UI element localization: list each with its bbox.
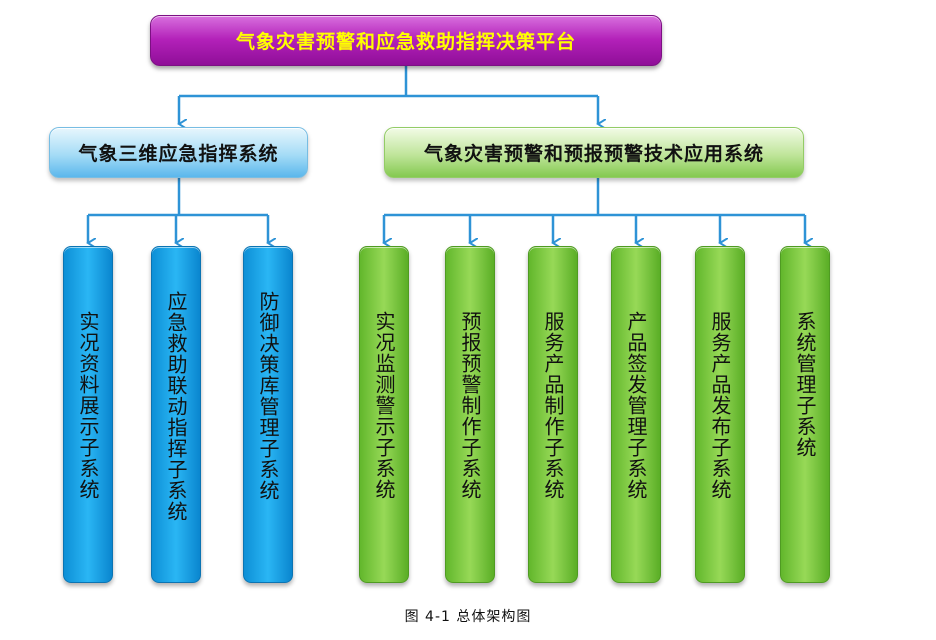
subsystem-label: 服务产品制作子系统	[541, 311, 565, 500]
subsystem-box-product-release: 服务产品发布子系统	[695, 246, 745, 583]
system-box-warning-forecast: 气象灾害预警和预报预警技术应用系统	[384, 127, 804, 178]
subsystem-box-rescue-command: 应急救助联动指挥子系统	[151, 246, 201, 583]
subsystem-label: 产品签发管理子系统	[624, 311, 648, 500]
subsystem-label: 服务产品发布子系统	[708, 311, 732, 500]
system-label-emergency-command: 气象三维应急指挥系统	[78, 143, 279, 165]
subsystem-box-system-management: 系统管理子系统	[780, 246, 830, 583]
subsystem-label: 应急救助联动指挥子系统	[164, 291, 188, 522]
platform-title: 气象灾害预警和应急救助指挥决策平台	[235, 31, 576, 53]
figure-caption: 图 4-1 总体架构图	[404, 609, 532, 625]
subsystem-box-monitoring-alert: 实况监测警示子系统	[359, 246, 409, 583]
subsystem-label: 实况资料展示子系统	[76, 311, 100, 500]
subsystem-box-forecast-production: 预报预警制作子系统	[445, 246, 495, 583]
subsystem-box-product-signoff: 产品签发管理子系统	[611, 246, 661, 583]
subsystem-label: 系统管理子系统	[793, 311, 817, 458]
system-label-warning-forecast: 气象灾害预警和预报预警技术应用系统	[423, 143, 764, 165]
subsystem-label: 预报预警制作子系统	[458, 311, 482, 500]
subsystem-box-defense-library: 防御决策库管理子系统	[243, 246, 293, 583]
system-box-emergency-command: 气象三维应急指挥系统	[49, 127, 308, 178]
subsystem-label: 防御决策库管理子系统	[256, 291, 280, 501]
subsystem-box-service-production: 服务产品制作子系统	[528, 246, 578, 583]
subsystem-label: 实况监测警示子系统	[372, 311, 396, 500]
platform-root-box: 气象灾害预警和应急救助指挥决策平台	[150, 15, 662, 66]
subsystem-box-realtime-display: 实况资料展示子系统	[63, 246, 113, 583]
